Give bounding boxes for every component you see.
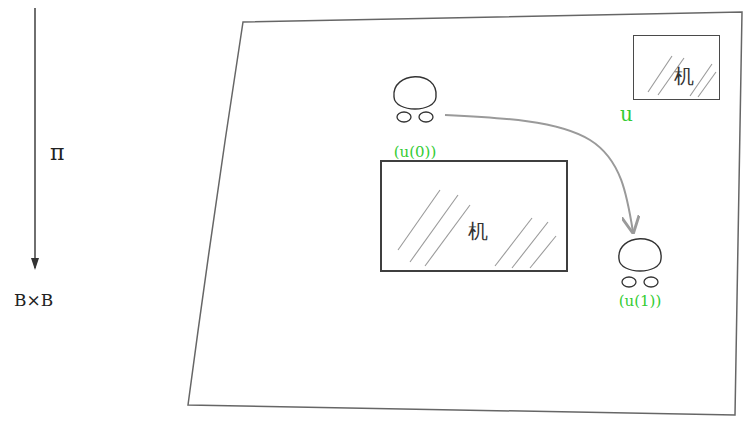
figure-outline (605, 232, 675, 292)
figure-outline (385, 65, 445, 143)
edge-layer (445, 115, 633, 232)
desk-box: 机 (380, 160, 568, 272)
projection-arrow (31, 8, 39, 270)
position-label: (u(1)) (605, 292, 675, 310)
room-outline (188, 12, 742, 415)
desk-hatching (398, 56, 716, 268)
robot-figure: (u(0)) (385, 65, 445, 165)
position-label: (u(0)) (385, 143, 445, 161)
desk-box: 机 (633, 35, 720, 100)
robot-figure: (u(1)) (605, 232, 675, 317)
desk-label: 机 (460, 188, 488, 245)
map-label: π (50, 140, 64, 165)
space-label: B×B (14, 290, 53, 310)
desk-label: 机 (660, 45, 694, 90)
motion-arrow (445, 115, 633, 232)
edge-label: u (620, 102, 633, 126)
